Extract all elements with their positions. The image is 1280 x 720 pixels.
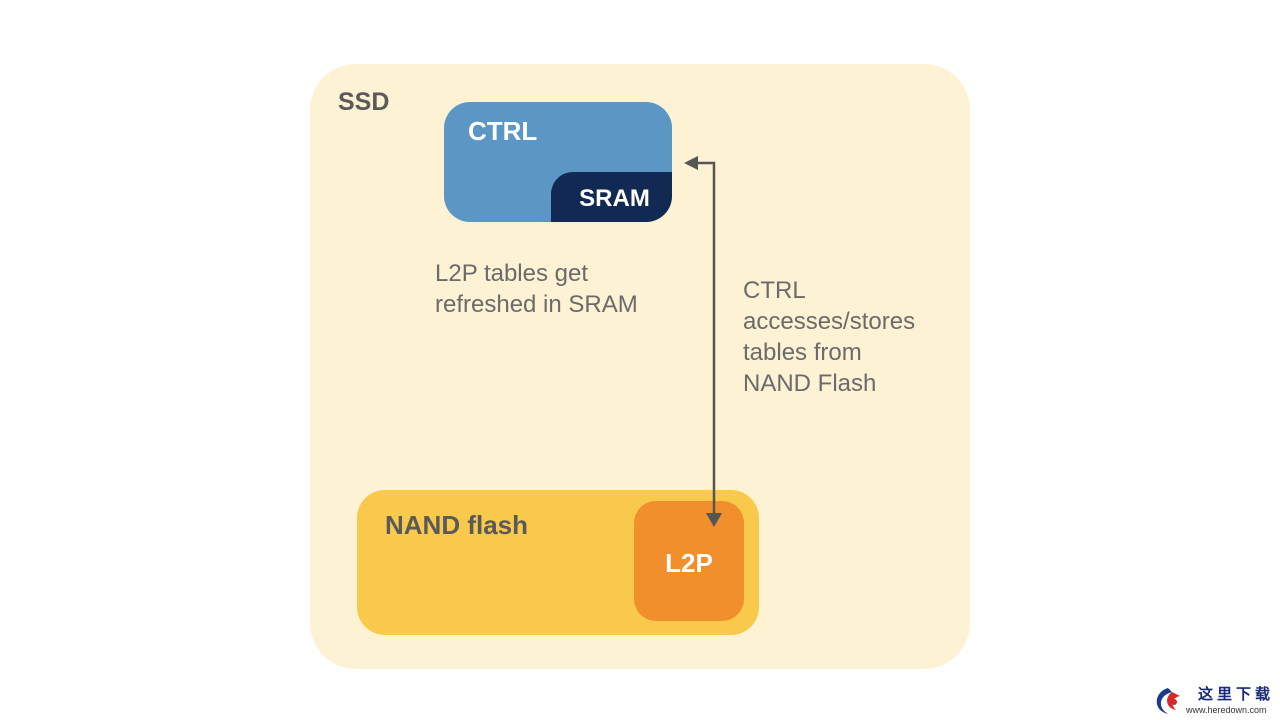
sram-refresh-note: L2P tables get refreshed in SRAM bbox=[435, 260, 638, 318]
ctrl-label: CTRL bbox=[468, 116, 538, 146]
arrow-head-bottom bbox=[706, 513, 722, 527]
l2p-block: L2P bbox=[634, 501, 744, 621]
bidirectional-arrow bbox=[684, 156, 722, 527]
ctrl-block: CTRL SRAM bbox=[444, 102, 672, 222]
watermark-text: 这里下载 bbox=[1198, 685, 1275, 703]
watermark-url: www.heredown.com bbox=[1186, 705, 1267, 715]
watermark-logo-icon bbox=[1156, 688, 1180, 714]
nand-flash-label: NAND flash bbox=[385, 510, 529, 540]
l2p-label: L2P bbox=[665, 547, 713, 578]
ctrl-access-note: CTRL accesses/stores tables from NAND Fl… bbox=[743, 277, 916, 397]
nand-flash-block: NAND flash L2P bbox=[357, 490, 759, 635]
ssd-label: SSD bbox=[338, 88, 390, 116]
sram-block: SRAM bbox=[551, 172, 672, 222]
arrow-line bbox=[695, 161, 716, 516]
sram-label: SRAM bbox=[579, 185, 650, 212]
arrow-head-top bbox=[684, 156, 698, 170]
